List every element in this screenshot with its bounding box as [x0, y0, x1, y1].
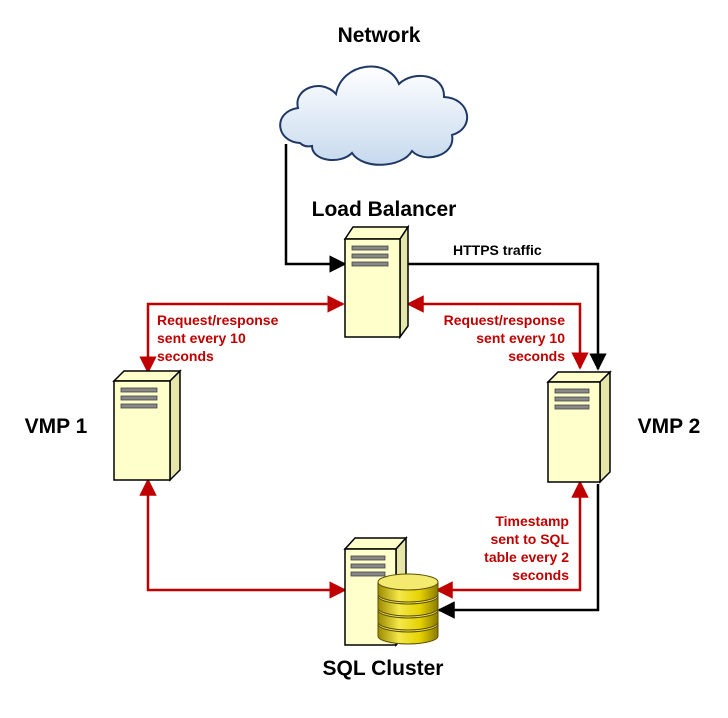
sql-cluster-label: SQL Cluster [323, 657, 444, 680]
vmp2-sql-label-line: seconds [512, 567, 569, 583]
load-balancer-label: Load Balancer [312, 198, 457, 221]
vmp1-sql-link [139, 478, 347, 599]
https-traffic-link [408, 262, 607, 371]
lb-vmp1-label: Request/response sent every 10 seconds [157, 312, 279, 364]
lb-vmp2-link [406, 295, 589, 370]
lb-vmp1-label-line: sent every 10 [157, 330, 246, 346]
vmp2-sql-label-line: Timestamp [495, 513, 569, 529]
vmp2-sql-red-link [435, 480, 589, 599]
lb-vmp2-label: Request/response sent every 10 seconds [444, 312, 566, 364]
lb-vmp1-link [139, 295, 345, 374]
database-icon [377, 573, 439, 645]
vmp2-sql-label: Timestamp sent to SQL table every 2 seco… [484, 513, 569, 583]
vmp2-to-sql-link [437, 484, 600, 619]
network-to-lb-link [284, 144, 347, 273]
vmp2-label: VMP 2 [638, 415, 701, 438]
load-balancer-server-icon [343, 224, 410, 340]
cloud-icon [279, 65, 469, 166]
lb-vmp2-label-line: sent every 10 [476, 330, 565, 346]
vmp2-sql-label-line: sent to SQL [490, 531, 569, 547]
network-label: Network [338, 24, 421, 47]
vmp2-server-icon [546, 370, 612, 484]
lb-vmp2-label-line: seconds [508, 348, 565, 364]
lb-vmp1-label-line: Request/response [157, 312, 279, 328]
vmp1-label: VMP 1 [25, 415, 88, 438]
vmp1-server-icon [112, 369, 182, 482]
https-traffic-label: HTTPS traffic [453, 242, 542, 258]
vmp2-sql-label-line: table every 2 [484, 549, 569, 565]
lb-vmp1-label-line: seconds [157, 348, 214, 364]
lb-vmp2-label-line: Request/response [444, 312, 566, 328]
